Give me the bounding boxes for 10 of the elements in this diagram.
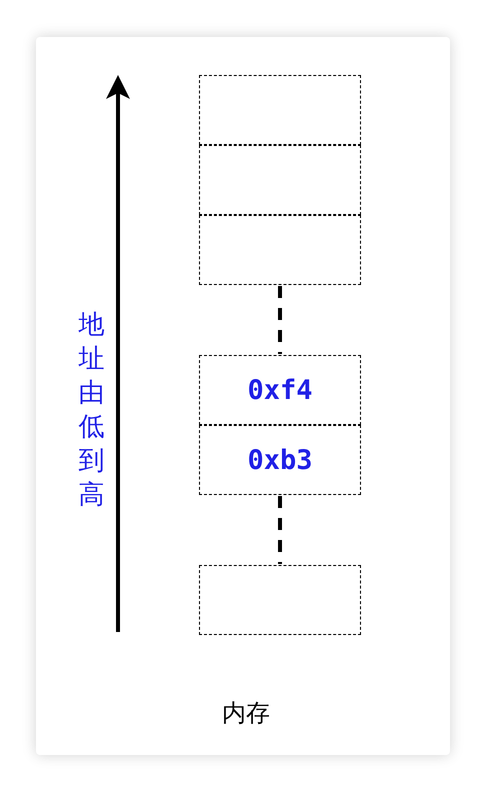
memory-cell	[199, 565, 361, 635]
axis-label: 地址由低到高	[78, 309, 105, 512]
memory-cell	[199, 145, 361, 215]
connector-line	[278, 496, 282, 564]
memory-cell: 0xf4	[199, 355, 361, 425]
memory-cell: 0xb3	[199, 425, 361, 495]
memory-cell	[199, 75, 361, 145]
connector-line	[278, 286, 282, 354]
caption: 内存	[222, 698, 270, 729]
memory-cell	[199, 215, 361, 285]
